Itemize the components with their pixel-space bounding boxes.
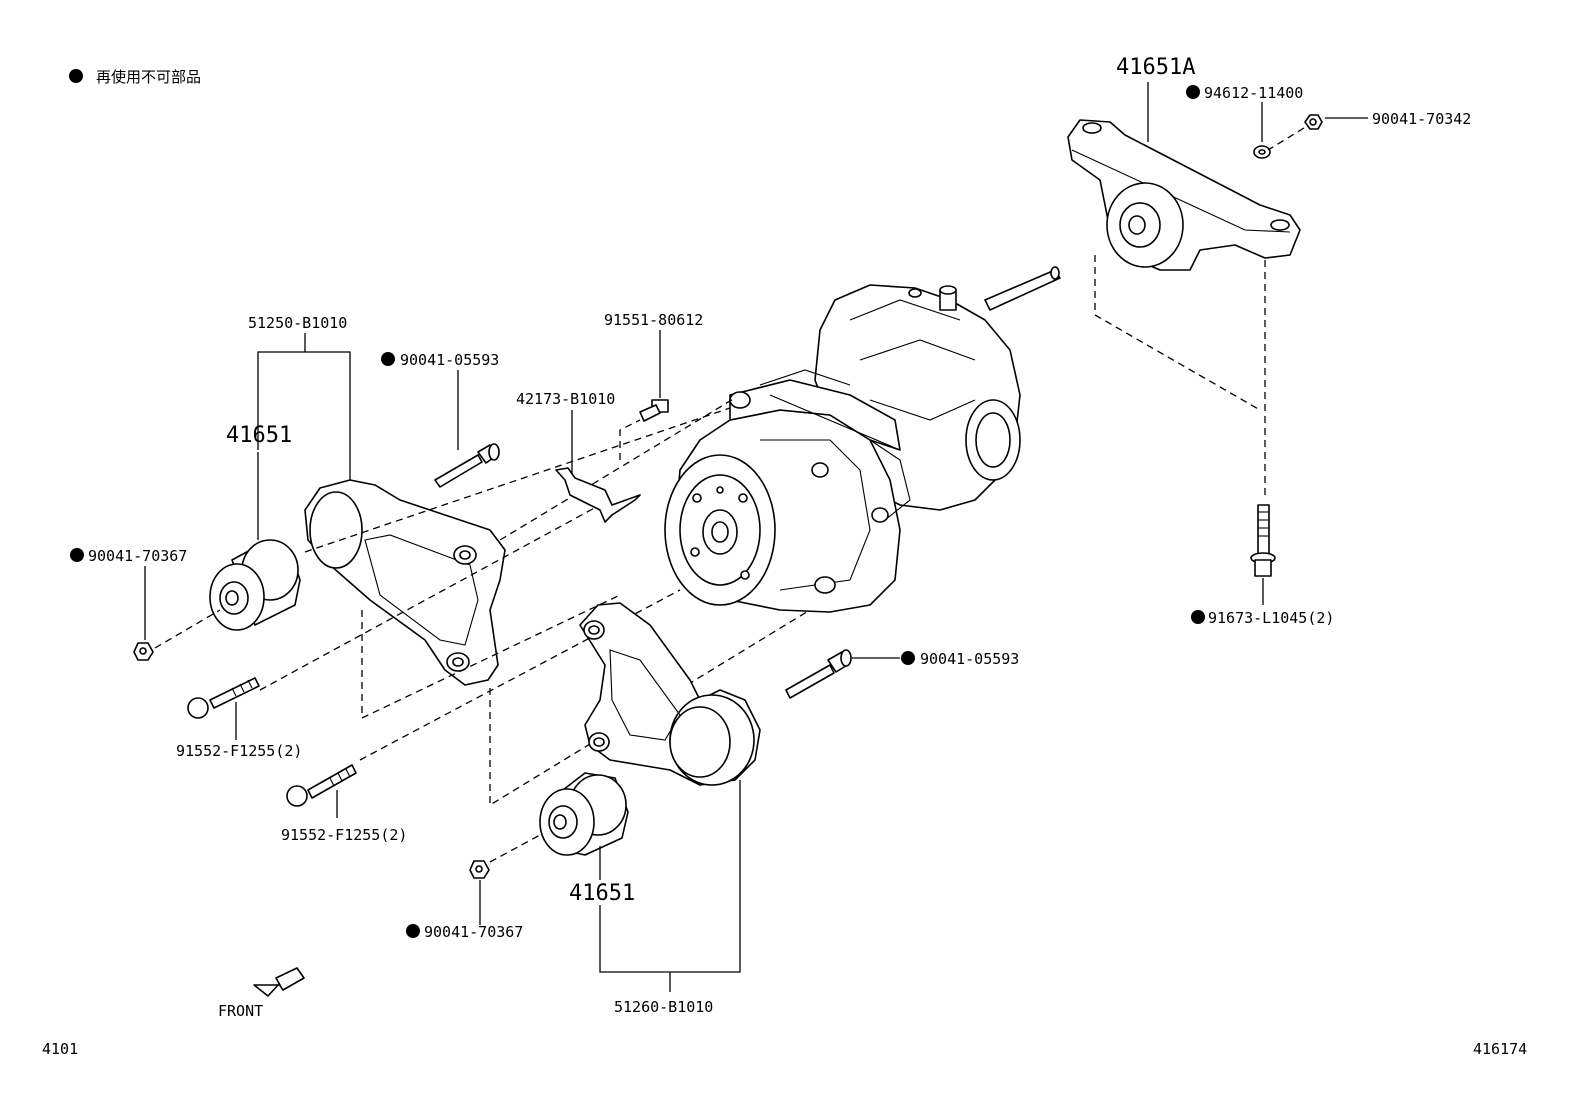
label-41651a: 41651A — [1116, 55, 1195, 80]
label-91552-f1255-b: 91552-F1255(2) — [281, 826, 407, 844]
legend-bullet-icon — [69, 69, 83, 83]
bolt-90041-05593-right-icon — [785, 649, 852, 699]
label-90041-05593-right: 90041-05593 — [920, 650, 1019, 668]
bracket-42173-icon — [555, 467, 641, 523]
bullet-icon — [70, 548, 84, 562]
label-90041-70367-left: 90041-70367 — [88, 547, 187, 565]
label-front: FRONT — [218, 1002, 263, 1020]
label-91673-l1045: 91673-L1045(2) — [1208, 609, 1334, 627]
label-90041-05593-top: 90041-05593 — [400, 351, 499, 369]
bullet-icon — [406, 924, 420, 938]
bolt-91552-a-icon — [187, 677, 260, 719]
front-arrow-icon — [253, 967, 305, 997]
page-number-left: 4101 — [42, 1040, 78, 1058]
bullet-icon — [1191, 610, 1205, 624]
rear-differential-housing — [664, 266, 1061, 613]
bullet-icon — [1186, 85, 1200, 99]
front-mount-bracket-left — [304, 479, 506, 686]
bullet-icon — [901, 651, 915, 665]
bushing-41651-left — [209, 539, 301, 631]
label-94612-11400: 94612-11400 — [1204, 84, 1303, 102]
bolt-90041-05593-top-icon — [434, 443, 500, 488]
label-91552-f1255-a: 91552-F1255(2) — [176, 742, 302, 760]
front-mount-bracket-lower — [579, 602, 761, 786]
label-41651-left: 41651 — [226, 423, 292, 448]
page-number-right: 416174 — [1473, 1040, 1527, 1058]
bolt-91552-b-icon — [286, 764, 357, 807]
bullet-icon — [381, 352, 395, 366]
bolt-91673-icon — [1250, 504, 1276, 577]
label-90041-70367-bottom: 90041-70367 — [424, 923, 523, 941]
bushing-41651-bottom — [539, 772, 629, 856]
label-41651-bottom: 41651 — [569, 881, 635, 906]
label-42173-b1010: 42173-B1010 — [516, 390, 615, 408]
bolt-91551-icon — [639, 399, 669, 422]
label-51260-b1010: 51260-B1010 — [614, 998, 713, 1016]
label-90041-70342: 90041-70342 — [1372, 110, 1471, 128]
legend-text: 再使用不可部品 — [96, 68, 201, 86]
label-91551-80612: 91551-80612 — [604, 311, 703, 329]
label-51250-b1010: 51250-B1010 — [248, 314, 347, 332]
rear-mount-bracket-41651a — [1067, 119, 1301, 271]
